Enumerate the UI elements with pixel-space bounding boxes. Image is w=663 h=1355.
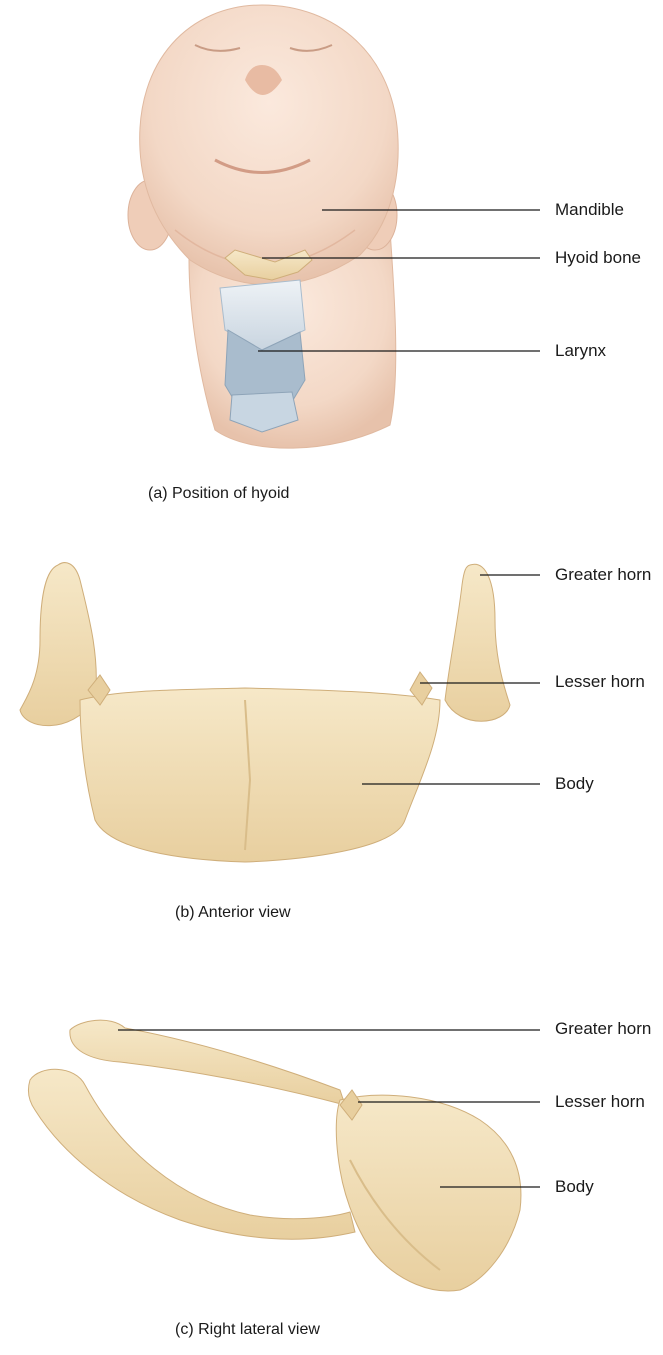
- head-illustration: [128, 5, 398, 448]
- caption-a: (a) Position of hyoid: [148, 484, 289, 504]
- head: [140, 5, 398, 285]
- label-hyoid-bone: Hyoid bone: [555, 247, 641, 269]
- label-greater-horn-b: Greater horn: [555, 564, 655, 586]
- label-mandible: Mandible: [555, 199, 624, 221]
- label-greater-horn-c: Greater horn: [555, 1018, 655, 1040]
- right-greater-horn: [445, 564, 510, 721]
- hyoid-body-anterior: [80, 688, 440, 862]
- label-larynx: Larynx: [555, 340, 606, 362]
- label-lesser-horn-c: Lesser horn: [555, 1091, 655, 1113]
- hyoid-anterior-illustration: [20, 563, 510, 862]
- caption-c: (c) Right lateral view: [175, 1320, 320, 1340]
- hyoid-lateral-illustration: [28, 1020, 521, 1291]
- upper-greater-horn: [70, 1020, 345, 1105]
- label-lesser-horn-b: Lesser horn: [555, 671, 655, 693]
- label-body-b: Body: [555, 773, 594, 795]
- caption-b: (b) Anterior view: [175, 903, 291, 923]
- label-body-c: Body: [555, 1176, 594, 1198]
